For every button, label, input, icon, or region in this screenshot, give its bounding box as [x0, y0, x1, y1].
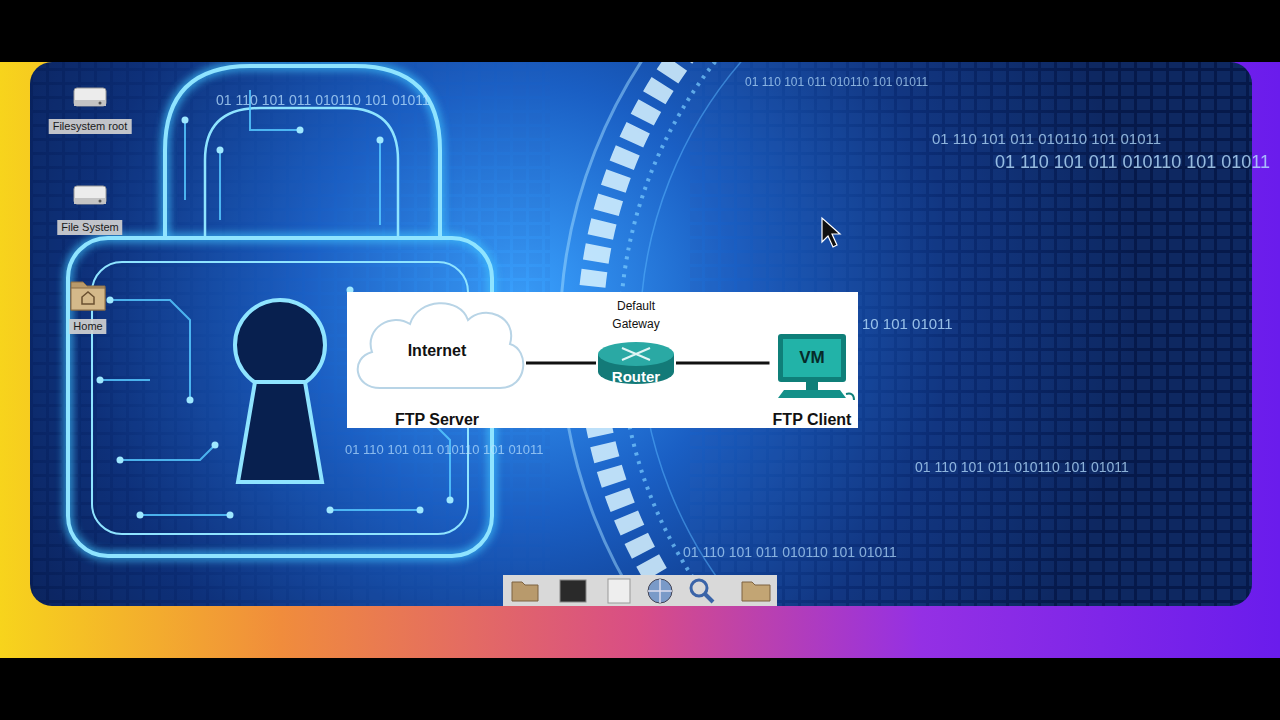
- illustration-part: [379, 140, 381, 225]
- network-link: [676, 362, 770, 365]
- illustration-part: [691, 580, 707, 596]
- illustration-part: [182, 117, 189, 124]
- illustration-part: [822, 218, 840, 247]
- shape-part: [74, 100, 106, 106]
- illustration-part: [30, 62, 550, 606]
- illustration-part: [107, 297, 114, 304]
- node-label: Home: [69, 319, 106, 334]
- illustration-part: [117, 457, 124, 464]
- illustration-part: [377, 137, 384, 144]
- illustration-part: [217, 147, 224, 154]
- shape-part: [778, 390, 846, 398]
- binary-watermark: 01 110 101 011 010110 101 01011: [915, 459, 1129, 475]
- shape-part: [806, 382, 818, 390]
- shape-part: [74, 186, 106, 204]
- illustration-part: [648, 579, 672, 603]
- desktop-icon: File System: [54, 176, 126, 240]
- shape-part: [358, 303, 524, 388]
- shape-part: [99, 200, 102, 203]
- internet-cloud: InternetFTP Server: [348, 292, 526, 432]
- shape-part: [74, 88, 106, 106]
- illustration-part: [360, 420, 450, 500]
- shape-part: [778, 334, 846, 382]
- node-label: Filesystem root: [49, 119, 132, 134]
- node-label: FTP Server: [395, 410, 479, 429]
- shape-part: [783, 339, 841, 377]
- illustration-part: [140, 514, 230, 516]
- shape-part: [74, 198, 106, 204]
- shape-part: [598, 342, 674, 366]
- drive-shape: [70, 178, 110, 210]
- illustration-part: [184, 120, 186, 200]
- illustration-part: [100, 379, 150, 381]
- binary-watermark: 01 110 101 011 010110 101 01011: [683, 544, 897, 560]
- router-node: Default GatewayRouter: [596, 296, 676, 392]
- node-label: FTP Client: [773, 410, 852, 429]
- illustration-part: [165, 66, 440, 240]
- illustration-part: [219, 150, 221, 220]
- illustration-part: [512, 582, 538, 601]
- node-label: Internet: [408, 341, 467, 360]
- node-label: VM: [799, 348, 825, 368]
- illustration-part: [742, 582, 770, 601]
- illustration-part: [238, 382, 322, 482]
- node-label: File System: [57, 220, 122, 235]
- illustration-part: [30, 62, 1252, 606]
- illustration-part: [503, 575, 777, 606]
- binary-watermark: 10 101 01011: [862, 315, 953, 332]
- illustration-part: [330, 509, 420, 511]
- illustration-part: [205, 108, 398, 240]
- shape-part: [71, 288, 105, 310]
- binary-watermark: 01 110 101 011 010110 101 01011: [995, 152, 1270, 173]
- illustration-part: [327, 507, 334, 514]
- binary-watermark: 01 110 101 011 010110 101 01011: [345, 442, 544, 457]
- illustration-part: [417, 507, 424, 514]
- illustration-part: [137, 512, 144, 519]
- illustration-part: [648, 579, 672, 603]
- illustration-part: [212, 442, 219, 449]
- desktop-icon: Filesystem root: [44, 78, 136, 140]
- illustration-part: [608, 579, 630, 603]
- binary-watermark: 01 110 101 011 010110 101 01011: [745, 75, 928, 89]
- node-label: Router: [612, 368, 660, 386]
- network-link: [526, 362, 596, 365]
- shape-part: [622, 348, 650, 360]
- shape-part: [99, 102, 102, 105]
- illustration-part: [120, 445, 215, 460]
- illustration-part: [235, 300, 325, 390]
- folder-shape: [68, 274, 108, 312]
- node-label: Default Gateway: [601, 297, 671, 333]
- shape-part: [82, 292, 94, 304]
- illustration-part: [447, 497, 454, 504]
- desktop-icon: Home: [64, 272, 112, 338]
- illustration-part: [297, 127, 304, 134]
- illustration-part: [705, 594, 713, 602]
- illustration-part: [227, 512, 234, 519]
- client-computer: VM FTP Client: [770, 330, 855, 430]
- binary-watermark: 01 110 101 011 010110 101 01011: [216, 92, 430, 108]
- illustration-part: [560, 580, 586, 602]
- shape-part: [846, 394, 854, 400]
- drive-shape: [70, 80, 110, 112]
- illustration-part: [165, 66, 440, 240]
- illustration-part: [347, 292, 858, 428]
- illustration-part: [110, 300, 190, 400]
- vm-shape: [770, 330, 854, 406]
- shape-part: [71, 282, 105, 310]
- illustration-part: [187, 397, 194, 404]
- binary-watermark: 01 110 101 011 010110 101 01011: [932, 130, 1161, 147]
- illustration-part: [97, 377, 104, 384]
